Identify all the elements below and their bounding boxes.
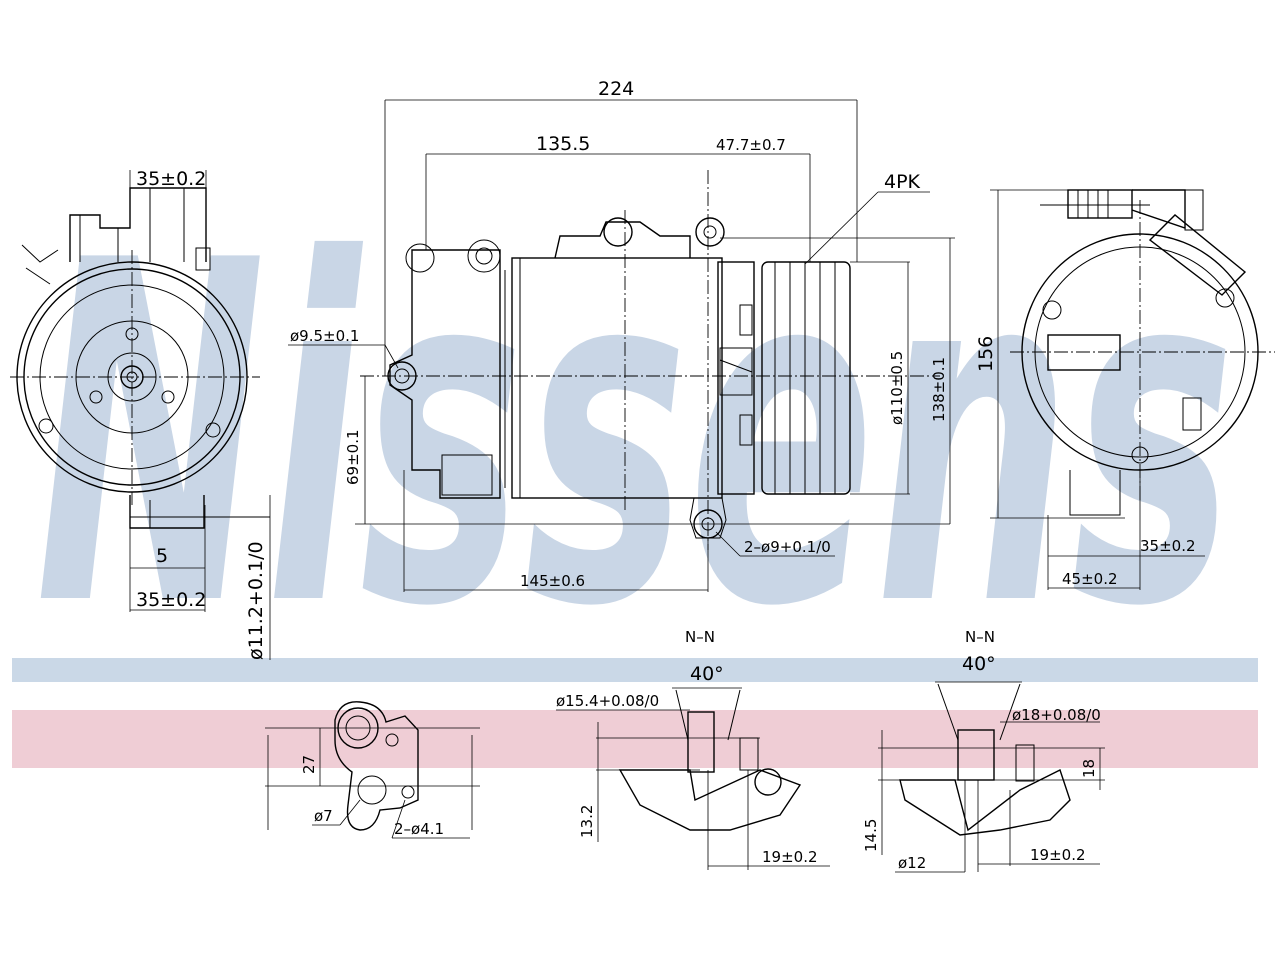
section-b-height: 14.5 — [862, 819, 880, 852]
center-side-view: 224 135.5 47.7±0.7 4PK ø9.5±0.1 69±0.1 ø… — [288, 78, 955, 592]
section-a-label: N–N — [685, 628, 715, 646]
section-b-18: 18 — [1080, 759, 1098, 778]
dim-left-5: 5 — [156, 545, 168, 567]
dim-port-27: 27 — [300, 755, 318, 774]
dim-bottom-holes: 2–ø9+0.1/0 — [744, 538, 831, 556]
dim-center-span: 135.5 — [536, 133, 590, 155]
pink-band — [12, 710, 1258, 768]
dim-right-45: 45±0.2 — [1062, 570, 1118, 588]
blue-band — [12, 658, 1258, 682]
section-a-bore: ø15.4+0.08/0 — [556, 692, 659, 710]
watermark-logo: Nissens — [35, 162, 1235, 709]
dim-port-d7: ø7 — [314, 807, 333, 825]
dim-mount-hole: ø9.5±0.1 — [290, 327, 359, 345]
detail-port-flange: 27 ø7 2–ø4.1 — [265, 701, 480, 839]
dim-pulley-dia: ø110±0.5 — [888, 351, 906, 425]
section-b-d12: ø12 — [898, 854, 926, 872]
dim-left-bore: ø11.2+0.1/0 — [245, 541, 267, 660]
right-back-view: 156 35±0.2 45±0.2 — [975, 189, 1275, 590]
section-a-angle: 40° — [690, 663, 724, 685]
watermark-layer: Nissens — [12, 162, 1258, 768]
dim-belt: 4PK — [884, 171, 921, 193]
left-front-view: 35±0.2 5 35±0.2 ø11.2+0.1/0 — [10, 168, 271, 660]
section-b-label: N–N — [965, 628, 995, 646]
section-b-depth: 19±0.2 — [1030, 846, 1086, 864]
detail-section-b: N–N 40° ø18+0.08/0 18 14.5 ø12 19±0.2 — [862, 628, 1105, 873]
dim-mount-height: 69±0.1 — [344, 429, 362, 485]
section-a-depth: 19±0.2 — [762, 848, 818, 866]
dim-height-right: 156 — [975, 336, 997, 372]
dim-body-dia: 138±0.1 — [930, 357, 948, 422]
dim-port-holes: 2–ø4.1 — [394, 820, 444, 838]
dim-top-width-left: 35±0.2 — [136, 168, 206, 190]
section-b-bore: ø18+0.08/0 — [1012, 706, 1101, 724]
dim-bottom-span: 145±0.6 — [520, 572, 585, 590]
section-a-height: 13.2 — [578, 805, 596, 838]
section-b-angle: 40° — [962, 653, 996, 675]
dim-left-bottom-width: 35±0.2 — [136, 589, 206, 611]
dim-right-35: 35±0.2 — [1140, 537, 1196, 555]
detail-section-a: N–N 40° ø15.4+0.08/0 13.2 19±0.2 — [556, 628, 830, 870]
dim-overall-length: 224 — [598, 78, 634, 100]
dim-ear-offset: 47.7±0.7 — [716, 136, 786, 154]
